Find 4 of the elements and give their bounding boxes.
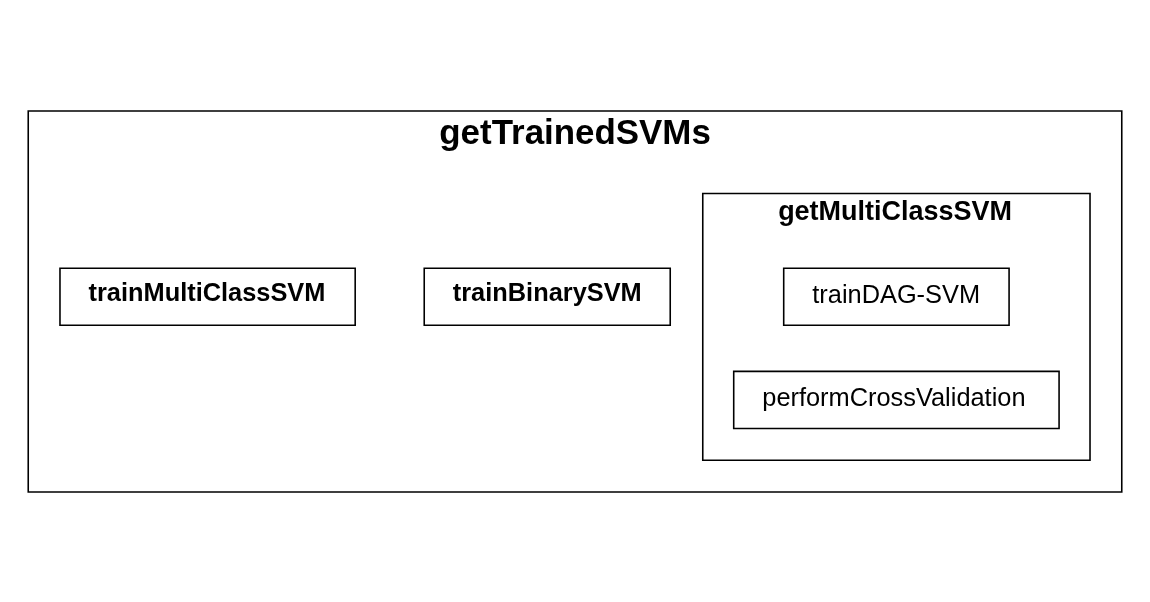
node-box: trainDAG-SVM	[782, 266, 1010, 326]
node-box: trainMultiClassSVM	[59, 266, 356, 326]
node-box: performCrossValidation	[732, 370, 1060, 429]
node-box: trainBinarySVM	[423, 266, 672, 326]
